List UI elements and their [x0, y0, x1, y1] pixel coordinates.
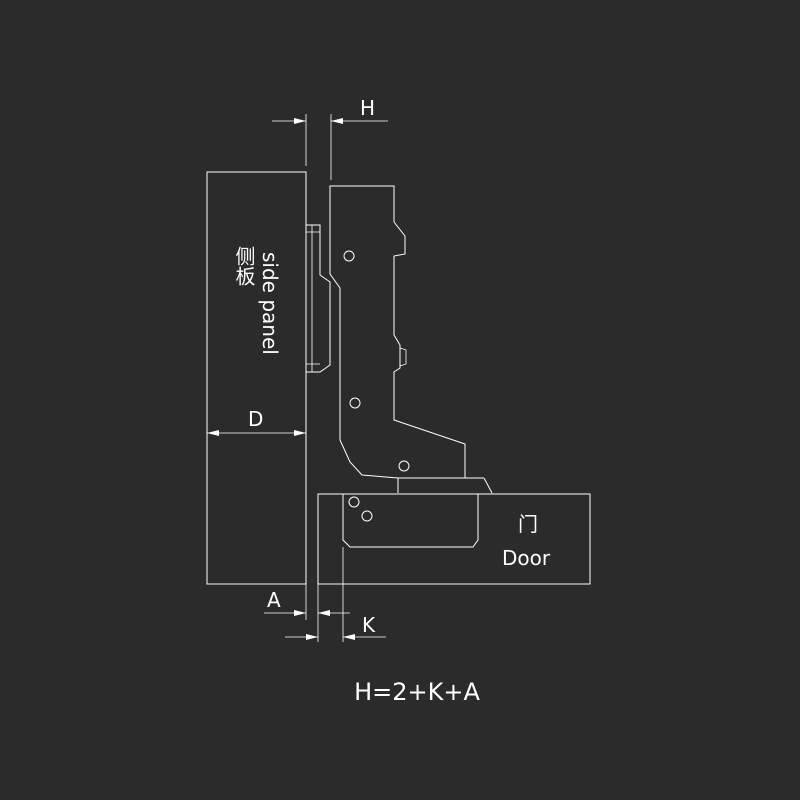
hinge-cup-link: [397, 477, 493, 494]
dim-a-label: A: [267, 588, 281, 612]
hinge-hole-2: [349, 397, 361, 409]
hinge: [306, 185, 493, 548]
hinge-hole-3: [398, 460, 410, 472]
hinge-hole-1: [343, 250, 355, 262]
dimension-k: K: [285, 547, 386, 642]
hinge-hole-5: [361, 510, 373, 522]
dimension-a: A: [264, 584, 350, 642]
dimension-h: H: [272, 96, 388, 180]
side-panel: 侧板 side panel: [206, 171, 307, 585]
hinge-screw-adjuster: [399, 347, 407, 367]
door-outline: [317, 493, 591, 585]
a-arrow-left: [294, 610, 306, 616]
h-arrow-right: [331, 118, 343, 124]
door: 门 Door: [317, 493, 591, 585]
k-arrow-right: [343, 634, 355, 640]
side-panel-outline: [206, 171, 307, 585]
k-arrow-left: [306, 634, 318, 640]
hinge-plate-inner: [306, 225, 320, 372]
side-panel-cn-label: 侧板: [232, 246, 256, 286]
d-arrow-left: [207, 430, 219, 436]
dim-k-label: K: [362, 613, 376, 637]
dimension-d: D: [207, 407, 306, 436]
h-arrow-left: [294, 118, 306, 124]
side-panel-en-label: side panel: [258, 252, 282, 355]
hinge-mounting-plate: [306, 224, 331, 373]
hinge-hole-4: [348, 496, 360, 508]
formula: H=2+K+A: [354, 678, 480, 706]
hinge-cup: [342, 494, 479, 548]
a-arrow-right: [318, 610, 330, 616]
dim-h-label: H: [360, 96, 375, 120]
dim-d-label: D: [248, 407, 263, 431]
d-arrow-right: [294, 430, 306, 436]
door-cn-label: 门: [518, 512, 538, 536]
door-en-label: Door: [502, 546, 551, 570]
hinge-arm: [329, 185, 466, 479]
